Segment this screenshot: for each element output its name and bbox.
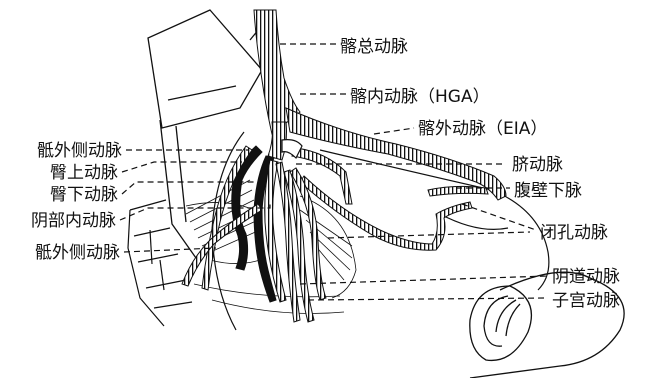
label-lateral-sacral-artery-lower: 骶外侧动脉 — [35, 243, 120, 263]
labels-left: 骶外侧动脉 臀上动脉 臀下动脉 阴部内动脉 骶外侧动脉 — [31, 141, 122, 263]
label-lateral-sacral-artery-upper: 骶外侧动脉 — [37, 141, 122, 161]
label-internal-iliac-artery: 髂内动脉（HGA） — [350, 87, 490, 107]
label-obturator-artery: 闭孔动脉 — [540, 223, 608, 243]
label-internal-pudendal-artery: 阴部内动脉 — [31, 211, 116, 231]
label-superior-gluteal-artery: 臀上动脉 — [50, 163, 118, 183]
sacral-vertebrae — [128, 200, 192, 326]
label-vaginal-artery: 阴道动脉 — [552, 267, 620, 287]
label-external-iliac-artery: 髂外动脉（EIA） — [418, 119, 547, 139]
label-inferior-epigastric-artery: 腹壁下脉 — [514, 181, 582, 201]
label-inferior-gluteal-artery: 臀下动脉 — [50, 185, 118, 205]
label-uterine-artery: 子宫动脉 — [552, 291, 620, 311]
pubic-bone — [470, 272, 624, 378]
label-umbilical-artery: 脐动脉 — [512, 155, 563, 175]
label-common-iliac-artery: 髂总动脉 — [340, 37, 408, 57]
sacrum-outline — [148, 10, 268, 258]
